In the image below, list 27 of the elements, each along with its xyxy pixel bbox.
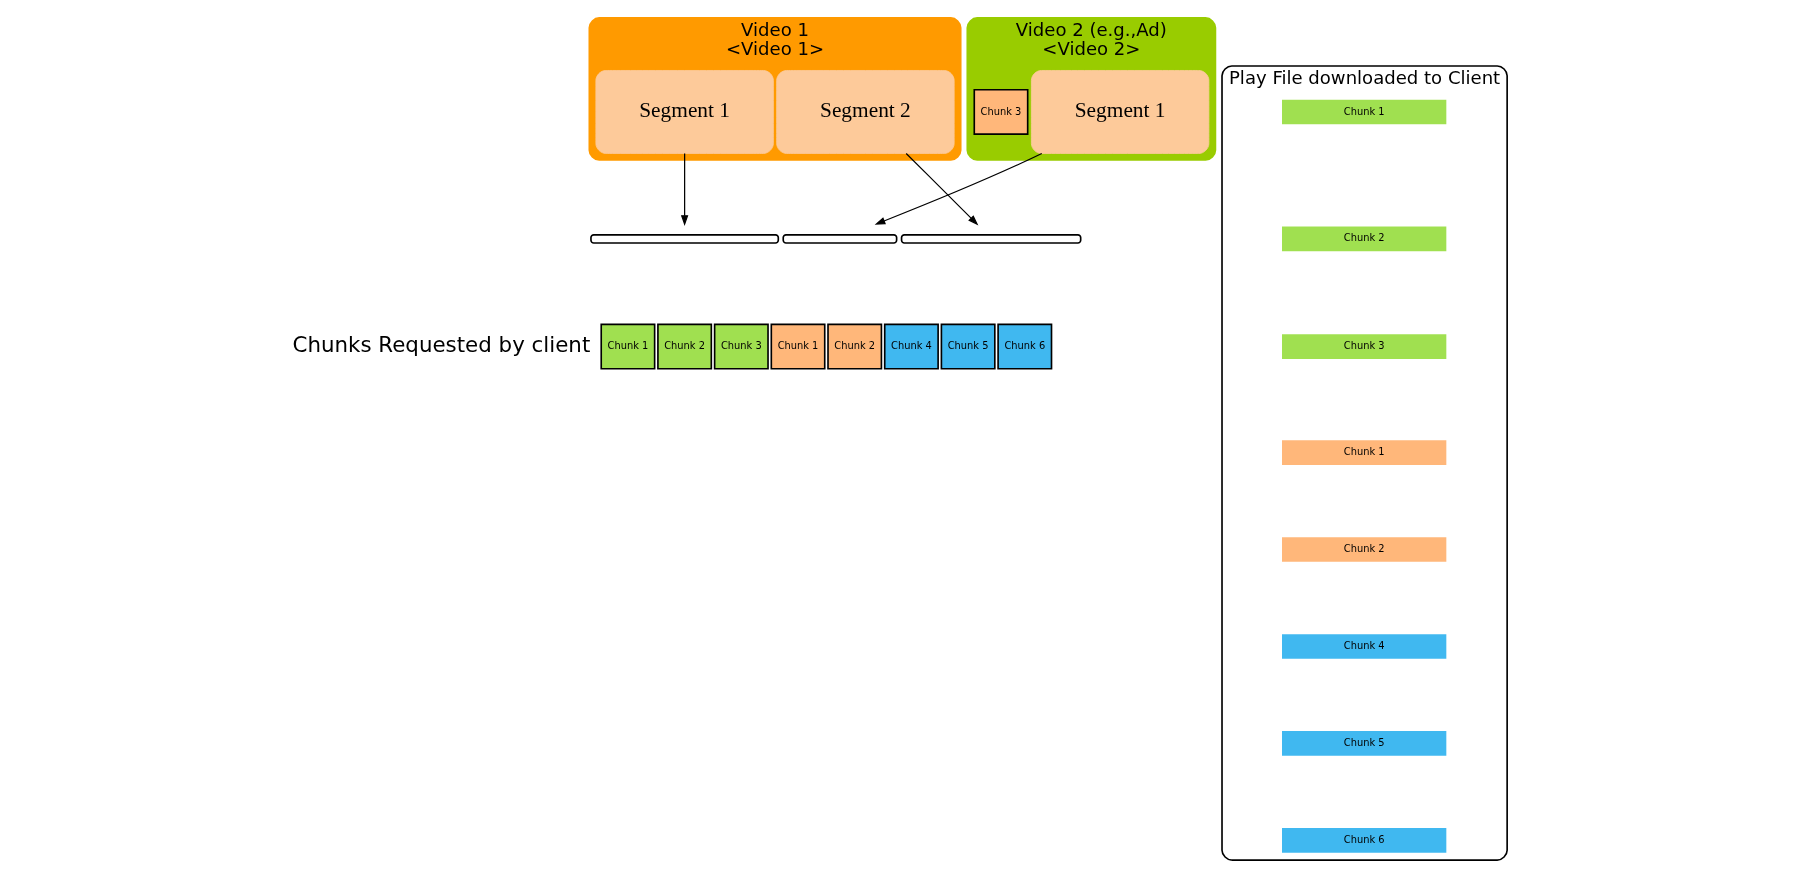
node-box: Segment 1 [595,70,774,154]
node-box: Chunk 2 [1279,224,1448,253]
arrow [680,152,688,226]
node-box: Chunk 3 [972,88,1028,135]
node-brace [781,234,897,244]
node-box: Chunk 1 [1279,98,1448,126]
label: Chunks Requested by client [292,331,590,357]
node-box: Chunk 4 [883,323,939,370]
node-box: Chunk 3 [713,323,769,370]
node-box: Chunk 1 [599,323,655,370]
node-box: Chunk 4 [1279,632,1448,661]
node-box: Chunk 2 [656,323,712,370]
node-box: Chunk 5 [940,323,996,370]
node-brace [900,234,1081,244]
node-box: Chunk 6 [996,323,1052,370]
node-box: Chunk 2 [1279,535,1448,564]
node-box: Chunk 3 [1279,332,1448,361]
node-box: Segment 1 [1030,70,1209,154]
arrow [874,152,1042,225]
node-box: Chunk 1 [1279,438,1448,467]
arrow [905,152,978,226]
node-box: Segment 2 [775,70,955,154]
node-box: Chunk 1 [770,323,826,370]
node-brace [589,234,779,244]
node-box: Chunk 2 [826,323,882,370]
node-box: Chunk 6 [1279,826,1448,855]
node-box: Chunk 5 [1279,729,1448,758]
